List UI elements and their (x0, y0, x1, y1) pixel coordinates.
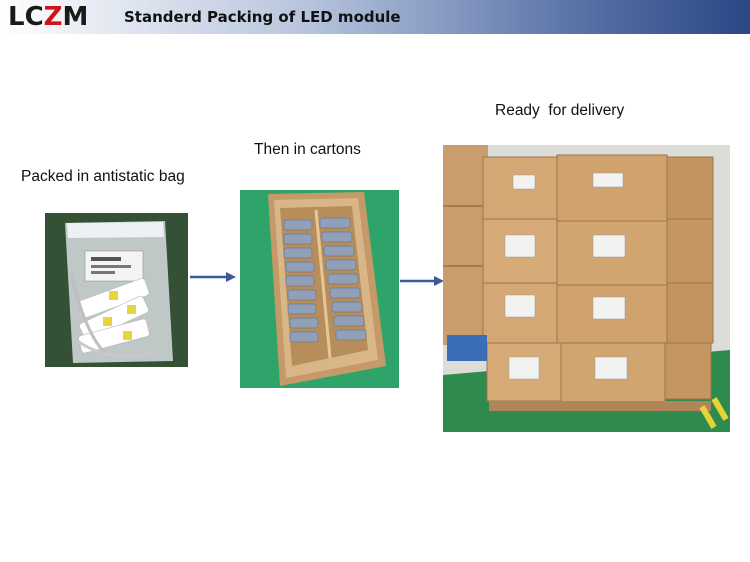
step-1-caption: Packed in antistatic bag (21, 168, 185, 185)
antistatic-bag-image (45, 213, 188, 367)
pallet-stack-image (443, 145, 730, 432)
logo-text-lc: LC (8, 2, 44, 32)
step-2-caption: Then in cartons (254, 141, 361, 158)
logo-text-z: Z (43, 2, 63, 32)
company-logo: LCZM (8, 4, 88, 30)
carton-box-image (240, 190, 399, 388)
antistatic-bag-photo (45, 213, 188, 367)
arrow-right-icon (400, 276, 444, 286)
pallet-stack-photo (443, 145, 730, 432)
logo-text-m: M (62, 2, 89, 32)
carton-box-photo (240, 190, 399, 388)
step-3-caption: Ready for delivery (495, 102, 625, 119)
header-bar: LCZM Standerd Packing of LED module (0, 0, 750, 34)
arrow-right-icon (190, 272, 236, 282)
page-title: Standerd Packing of LED module (124, 8, 401, 26)
